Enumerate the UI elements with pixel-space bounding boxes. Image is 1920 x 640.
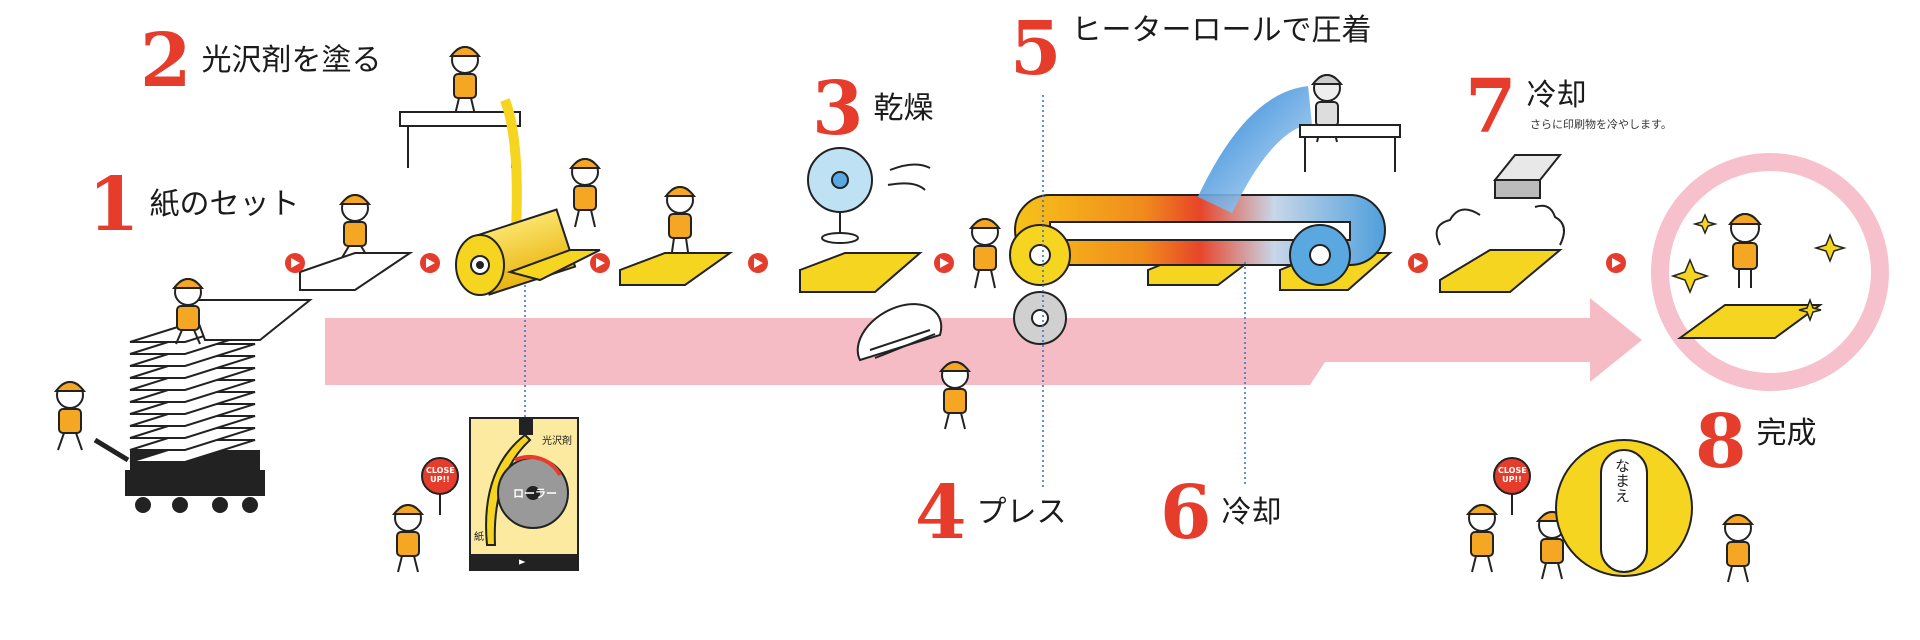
cooling-unit (1435, 154, 1565, 246)
gloss-station (399, 98, 601, 296)
step-number: 7 (1465, 64, 1517, 150)
step-2-label: 2 光沢剤を塗る (140, 24, 382, 98)
process-arrow (325, 298, 1642, 385)
step-6-label: 6 冷却 (1160, 476, 1282, 550)
step-label: 乾燥 (873, 91, 934, 126)
step-number: 1 (88, 162, 140, 248)
hand-fan (856, 303, 943, 362)
step-label: 紙のセット (149, 187, 300, 222)
heater-belt (1009, 86, 1401, 345)
sheet-white (299, 252, 414, 291)
name-plate-text: なまえ (1613, 458, 1631, 503)
step-label: プレス (976, 495, 1067, 530)
worker-figures (53, 46, 1763, 583)
step-7-sub: さらに印刷物を冷やします。 (1530, 118, 1672, 131)
step-number: 6 (1160, 470, 1212, 556)
step-8-label: 8 完成 (1695, 405, 1817, 479)
paper-stack (93, 299, 313, 513)
closeup-gloss-label: 光沢剤 (542, 436, 572, 447)
step-label: 光沢剤を塗る (201, 43, 382, 78)
step-5-label: 5 ヒーターロールで圧着 (1010, 12, 1372, 86)
step-number: 2 (140, 18, 192, 104)
step-label: ヒーターロールで圧着 (1071, 13, 1372, 48)
sparkles (1670, 213, 1847, 323)
step-4-label: 4 プレス (915, 476, 1067, 550)
closeup-badge-text: CLOSE UP!! (426, 466, 455, 484)
closeup-paper-label: 紙 (474, 532, 484, 543)
fan (807, 147, 931, 244)
step-label: 冷却 (1526, 78, 1587, 113)
step-3-label: 3 乾燥 (812, 72, 934, 146)
closeup-roller-label: ローラー (513, 487, 557, 500)
step-7-label: 7 冷却 (1465, 70, 1587, 144)
closeup-badges (421, 457, 1531, 515)
step-1-label: 1 紙のセット (88, 168, 300, 242)
step-number: 4 (915, 470, 967, 556)
closeup-panel (469, 417, 579, 571)
closeup-badge-text-2: CLOSE UP!! (1498, 466, 1527, 484)
step-number: 3 (812, 66, 864, 152)
callout-lines (524, 95, 1246, 490)
step-number: 8 (1695, 399, 1747, 485)
name-plate-graphic (1555, 439, 1693, 577)
step-label: 完成 (1756, 416, 1817, 451)
step-label: 冷却 (1221, 495, 1282, 530)
step-number: 5 (1010, 6, 1062, 92)
